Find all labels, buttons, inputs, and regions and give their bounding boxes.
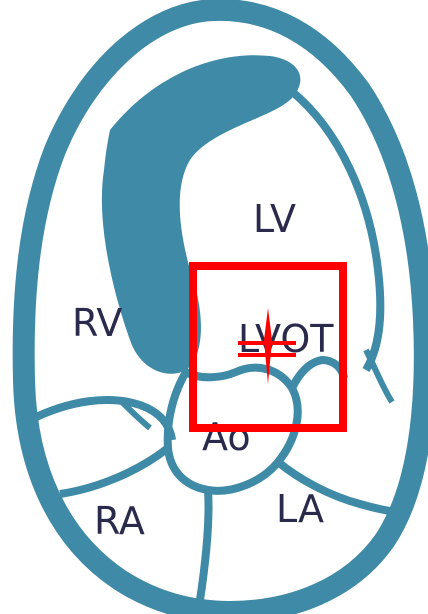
mitral-leaflet <box>366 350 392 402</box>
ra-wall <box>60 448 168 494</box>
label-ao: Ao <box>202 415 251 459</box>
interatrial-septum <box>200 490 209 600</box>
label-ra: RA <box>94 499 145 543</box>
label-la: LA <box>276 487 324 531</box>
rv-lower-wall <box>30 400 172 440</box>
label-lv: LV <box>253 197 296 241</box>
lvot-posterior-wall <box>292 360 344 388</box>
label-rv: RV <box>72 301 122 345</box>
